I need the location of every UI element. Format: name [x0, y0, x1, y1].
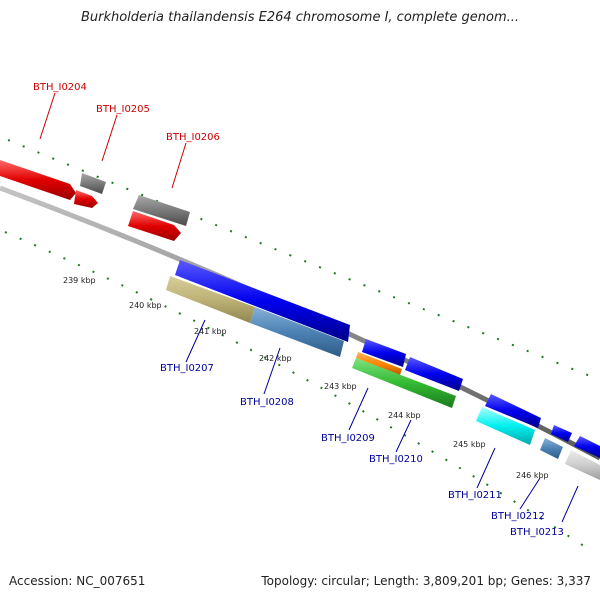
gene-label-bth-i0210[interactable]: BTH_I0210 [369, 454, 423, 465]
map-title: Burkholderia thailandensis E264 chromoso… [80, 10, 520, 25]
gene-label-bth-i0209[interactable]: BTH_I0209 [321, 433, 375, 444]
accession-text: Accession: NC_007651 [9, 574, 146, 588]
leader-line-bth-i0207 [185, 319, 206, 363]
leader-line-bth-i0205 [101, 114, 118, 162]
gene-arrow-bth-i0204-b[interactable] [74, 190, 98, 208]
gene-arrow-blue-1[interactable] [175, 260, 350, 342]
genome-summary-text: Topology: circular; Length: 3,809,201 bp… [261, 574, 591, 588]
gene-label-bth-i0206[interactable]: BTH_I0206 [166, 132, 220, 143]
gene-label-bth-i0208[interactable]: BTH_I0208 [240, 397, 294, 408]
gene-arrow-blue-5[interactable] [551, 425, 572, 442]
leader-line-bth-i0208 [263, 347, 281, 395]
gene-label-bth-i0207[interactable]: BTH_I0207 [160, 363, 214, 374]
leader-line-bth-i0213 [561, 485, 579, 523]
gene-arrow-bth-i0207[interactable] [166, 276, 255, 323]
scale-label-242: 242 kbp [259, 354, 292, 363]
gene-arrow-blue-2[interactable] [362, 339, 406, 367]
gene-label-bth-i0205[interactable]: BTH_I0205 [96, 104, 150, 115]
gene-arrow-blue-3[interactable] [405, 357, 463, 391]
gene-arrow-bth-i0206-gray[interactable] [133, 195, 190, 226]
gene-arrow-bth-i0208[interactable] [250, 307, 344, 357]
leader-line-bth-i0211 [476, 447, 496, 489]
scale-label-244: 244 kbp [388, 411, 421, 420]
gene-arrow-bth-i0205[interactable] [80, 173, 106, 194]
leader-line-bth-i0212 [519, 477, 541, 510]
scale-label-246: 246 kbp [516, 471, 549, 480]
gene-arrow-bth-i0211[interactable] [476, 407, 535, 445]
scale-label-243: 243 kbp [324, 382, 357, 391]
gene-arrow-bth-i0209[interactable] [356, 352, 402, 375]
leader-line-bth-i0209 [348, 387, 369, 431]
gene-arrow-bth-i0212[interactable] [540, 438, 563, 459]
scale-label-241: 241 kbp [194, 327, 227, 336]
scale-label-245: 245 kbp [453, 440, 486, 449]
gene-arrow-blue-4[interactable] [485, 394, 541, 428]
leader-line-bth-i0204 [39, 92, 56, 140]
upper-tick-track [7, 139, 600, 381]
gene-label-bth-i0212[interactable]: BTH_I0212 [491, 511, 545, 522]
leader-line-bth-i0210 [395, 419, 412, 453]
gene-arrow-bth-i0204[interactable] [0, 160, 76, 200]
gene-arrow-bth-i0210[interactable] [352, 358, 456, 408]
scale-label-240: 240 kbp [129, 301, 162, 310]
gene-arrow-bth-i0213[interactable] [565, 450, 600, 480]
leader-line-bth-i0206 [171, 142, 187, 189]
gene-label-bth-i0211[interactable]: BTH_I0211 [448, 490, 502, 501]
gene-arrow-bth-i0206[interactable] [128, 211, 181, 241]
gene-label-bth-i0213[interactable]: BTH_I0213 [510, 527, 564, 538]
scale-label-239: 239 kbp [63, 276, 96, 285]
gene-arrow-blue-6[interactable] [574, 436, 600, 458]
gene-label-bth-i0204[interactable]: BTH_I0204 [33, 82, 87, 93]
